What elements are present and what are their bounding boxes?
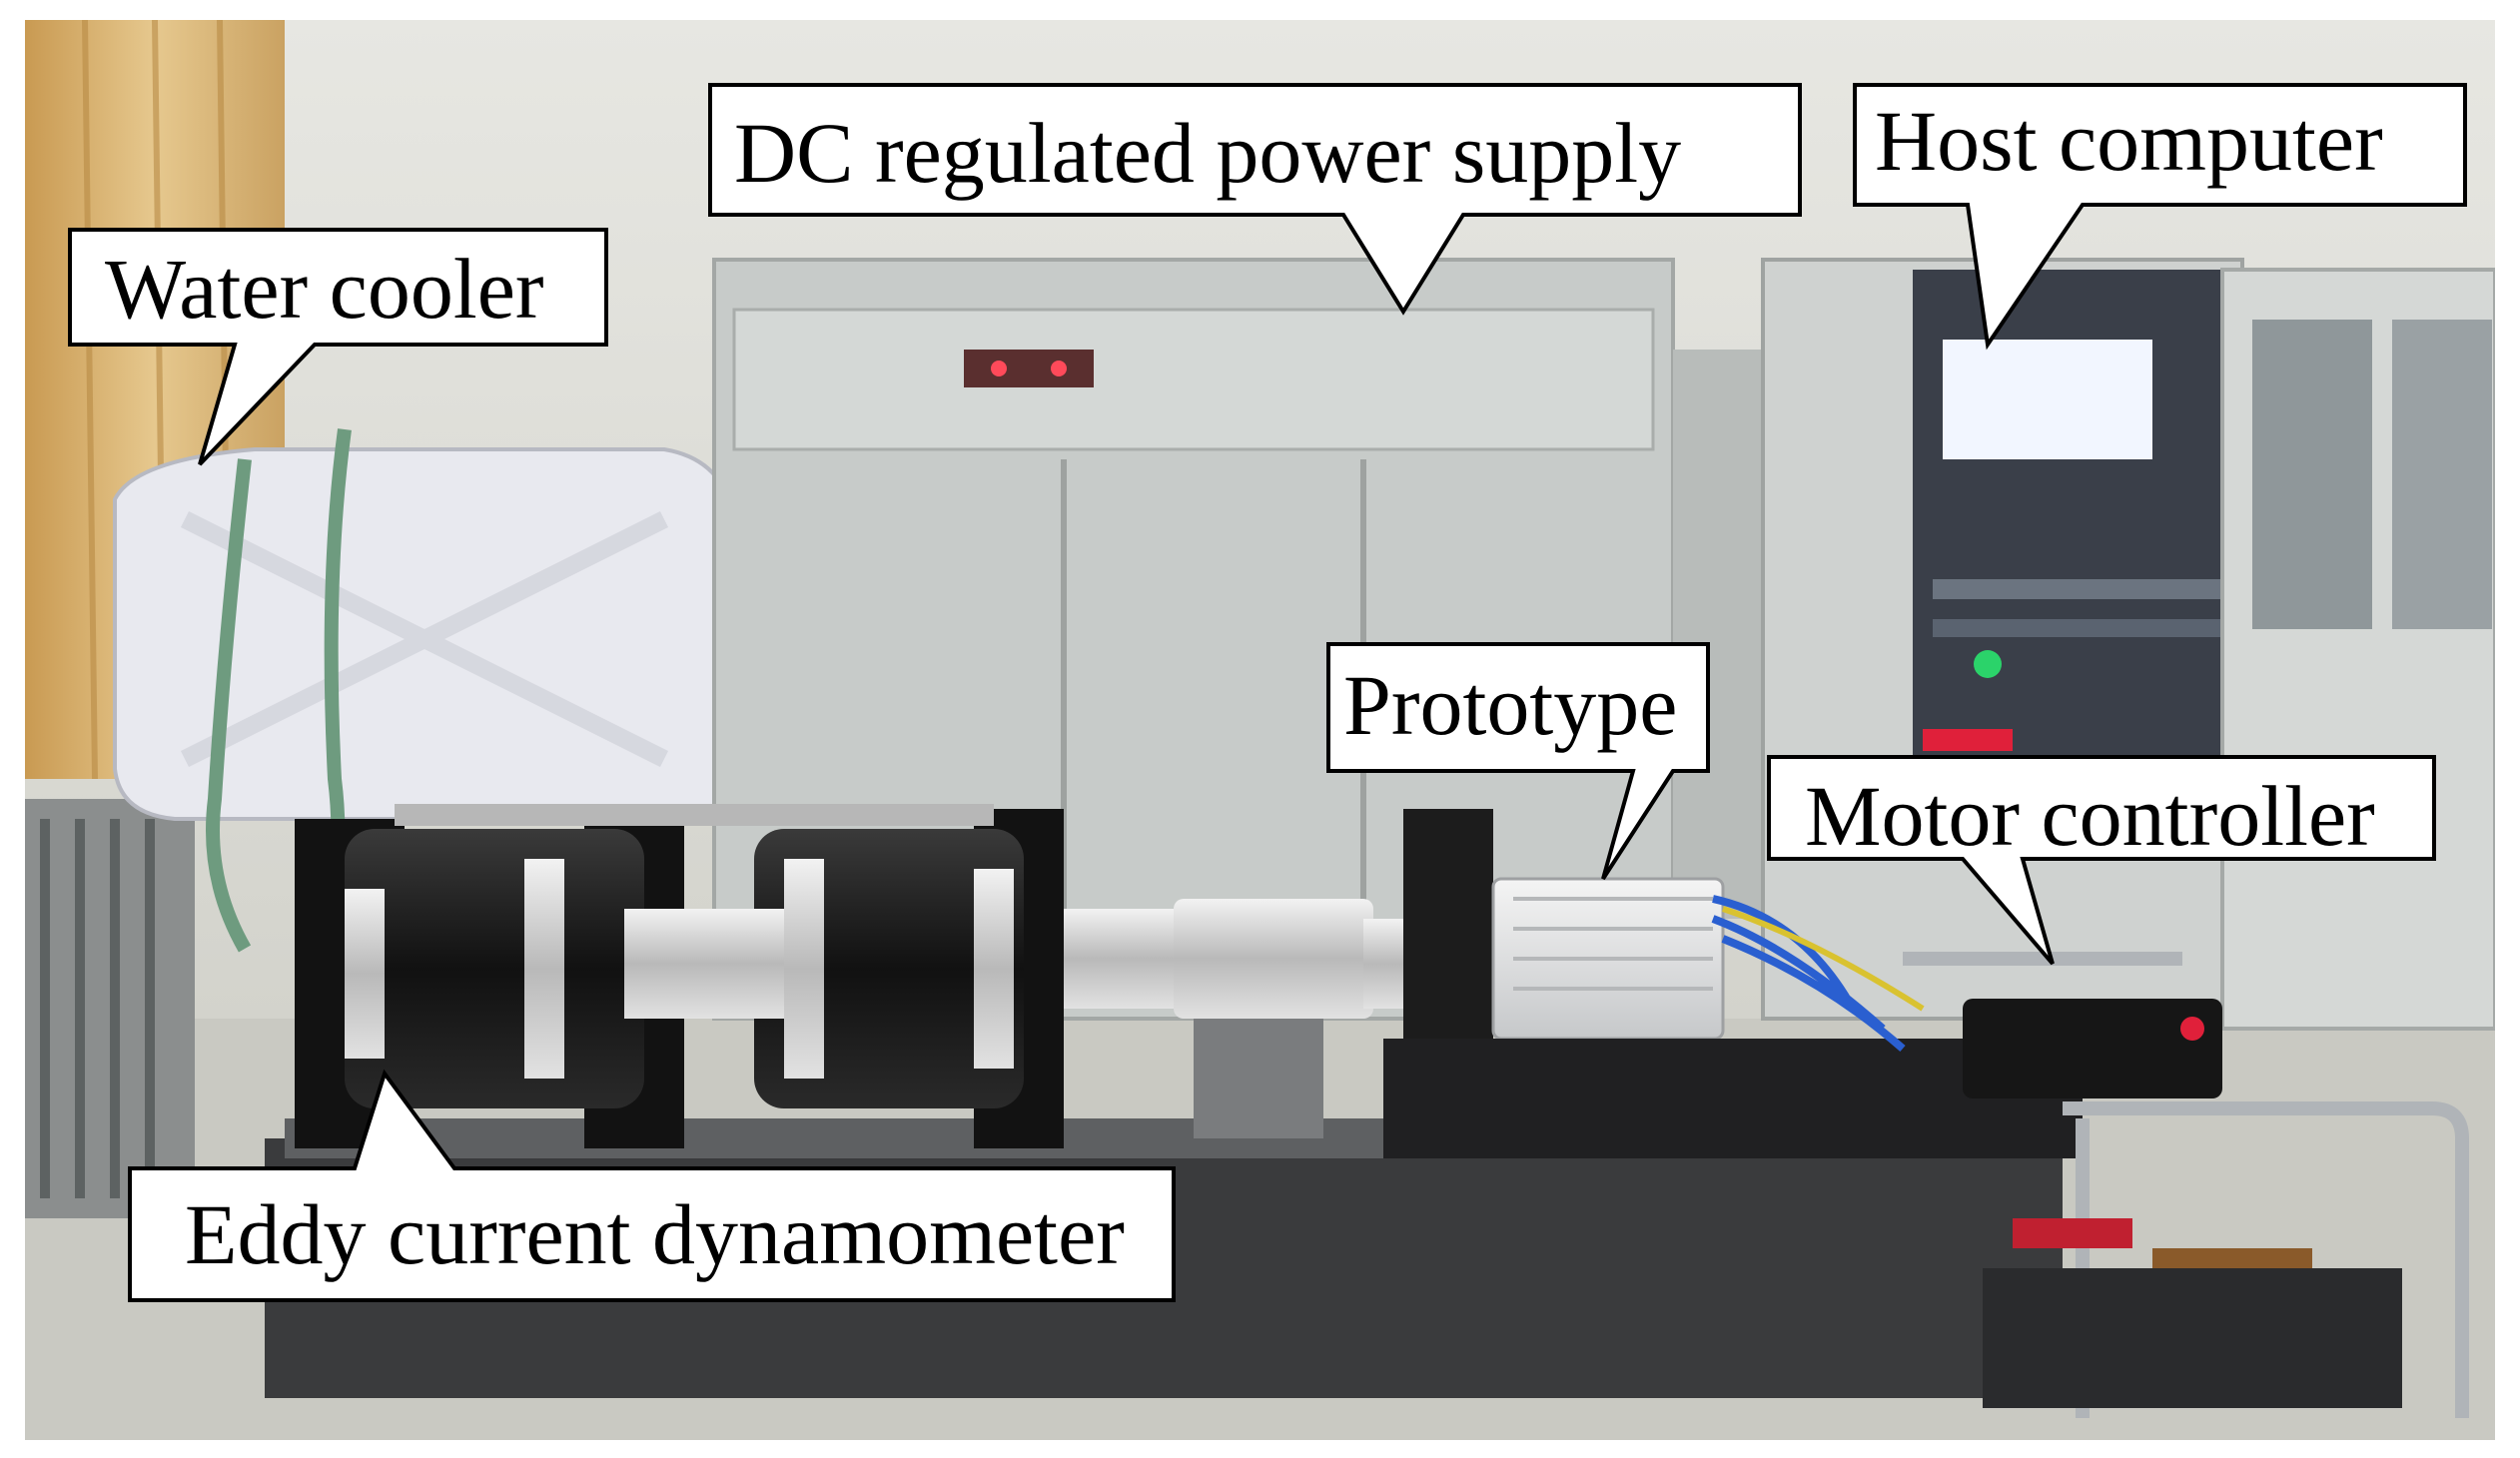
dynamometer-shaft — [624, 909, 784, 1019]
label-prototype: Prototype — [1343, 657, 1677, 753]
power-supply-display — [964, 350, 1094, 387]
callout-motor-controller: Motor controller — [1767, 755, 2436, 966]
label-motor-controller: Motor controller — [1805, 768, 2375, 864]
callout-water-cooler: Water cooler — [68, 228, 608, 466]
host-computer-screen — [1943, 340, 2152, 459]
callout-dc-power-supply: DC regulated power supply — [708, 83, 1802, 316]
motor-controller — [1963, 999, 2222, 1098]
label-host-computer: Host computer — [1875, 93, 2383, 189]
red-indicator — [1923, 729, 2013, 751]
dynamometer-drum-left — [345, 829, 644, 1108]
label-dc-power-supply: DC regulated power supply — [734, 105, 1681, 201]
label-water-cooler: Water cooler — [105, 241, 544, 337]
callout-prototype: Prototype — [1326, 642, 1710, 881]
label-eddy-current-dynamometer: Eddy current dynamometer — [185, 1186, 1125, 1282]
green-indicator — [1974, 650, 2002, 678]
callout-host-computer: Host computer — [1853, 83, 2467, 351]
test-bench-photo: Water cooler DC regulated power supply H… — [25, 20, 2495, 1440]
callout-eddy-current-dynamometer: Eddy current dynamometer — [128, 1069, 1176, 1302]
torque-sensor — [1174, 899, 1373, 1019]
coupling — [1064, 909, 1184, 1009]
